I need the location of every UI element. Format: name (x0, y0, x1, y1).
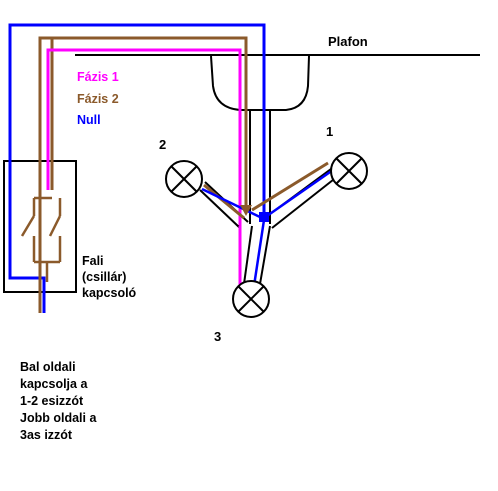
note-line: 3as izzót (20, 428, 73, 442)
ceiling-fixture-cup (210, 55, 310, 111)
arm-lamp-1 (251, 161, 339, 229)
bulb-icon-lamp-3 (232, 280, 270, 318)
legend-phase-1: Fázis 1 (77, 70, 119, 84)
switch-caption: Fali (csillár) kapcsoló (82, 253, 136, 301)
bulb-icon-lamp-2 (165, 160, 203, 198)
legend-phase-2: Fázis 2 (77, 92, 119, 106)
arm-lamp-2 (199, 181, 263, 229)
wire-phase1-feed (46, 48, 242, 292)
lamp-2-label: 2 (159, 137, 167, 152)
legend-null: Null (77, 113, 101, 127)
switch-caption-line: kapcsoló (82, 286, 137, 300)
wire-phase2-feed (38, 36, 248, 313)
lamp-1-label: 1 (326, 124, 334, 139)
note-line: 1-2 esizzót (20, 394, 84, 408)
switch-caption-line: Fali (82, 254, 104, 268)
double-wall-switch-icon (20, 196, 62, 282)
ceiling-label: Plafon (328, 34, 368, 49)
explanation-note: Bal oldali kapcsolja a 1-2 esizzót Jobb … (20, 359, 96, 444)
lamp-3-label: 3 (214, 329, 222, 344)
note-line: Bal oldali (20, 360, 76, 374)
arm-lamp-3 (238, 219, 271, 292)
junction-node-null (259, 212, 269, 222)
switch-caption-line: (csillár) (82, 270, 127, 284)
note-line: kapcsolja a (20, 377, 88, 391)
wire-null-feed (8, 23, 266, 313)
note-line: Jobb oldali a (20, 411, 97, 425)
bulb-icon-lamp-1 (330, 152, 368, 190)
junction-arrow-phase2 (240, 205, 252, 216)
